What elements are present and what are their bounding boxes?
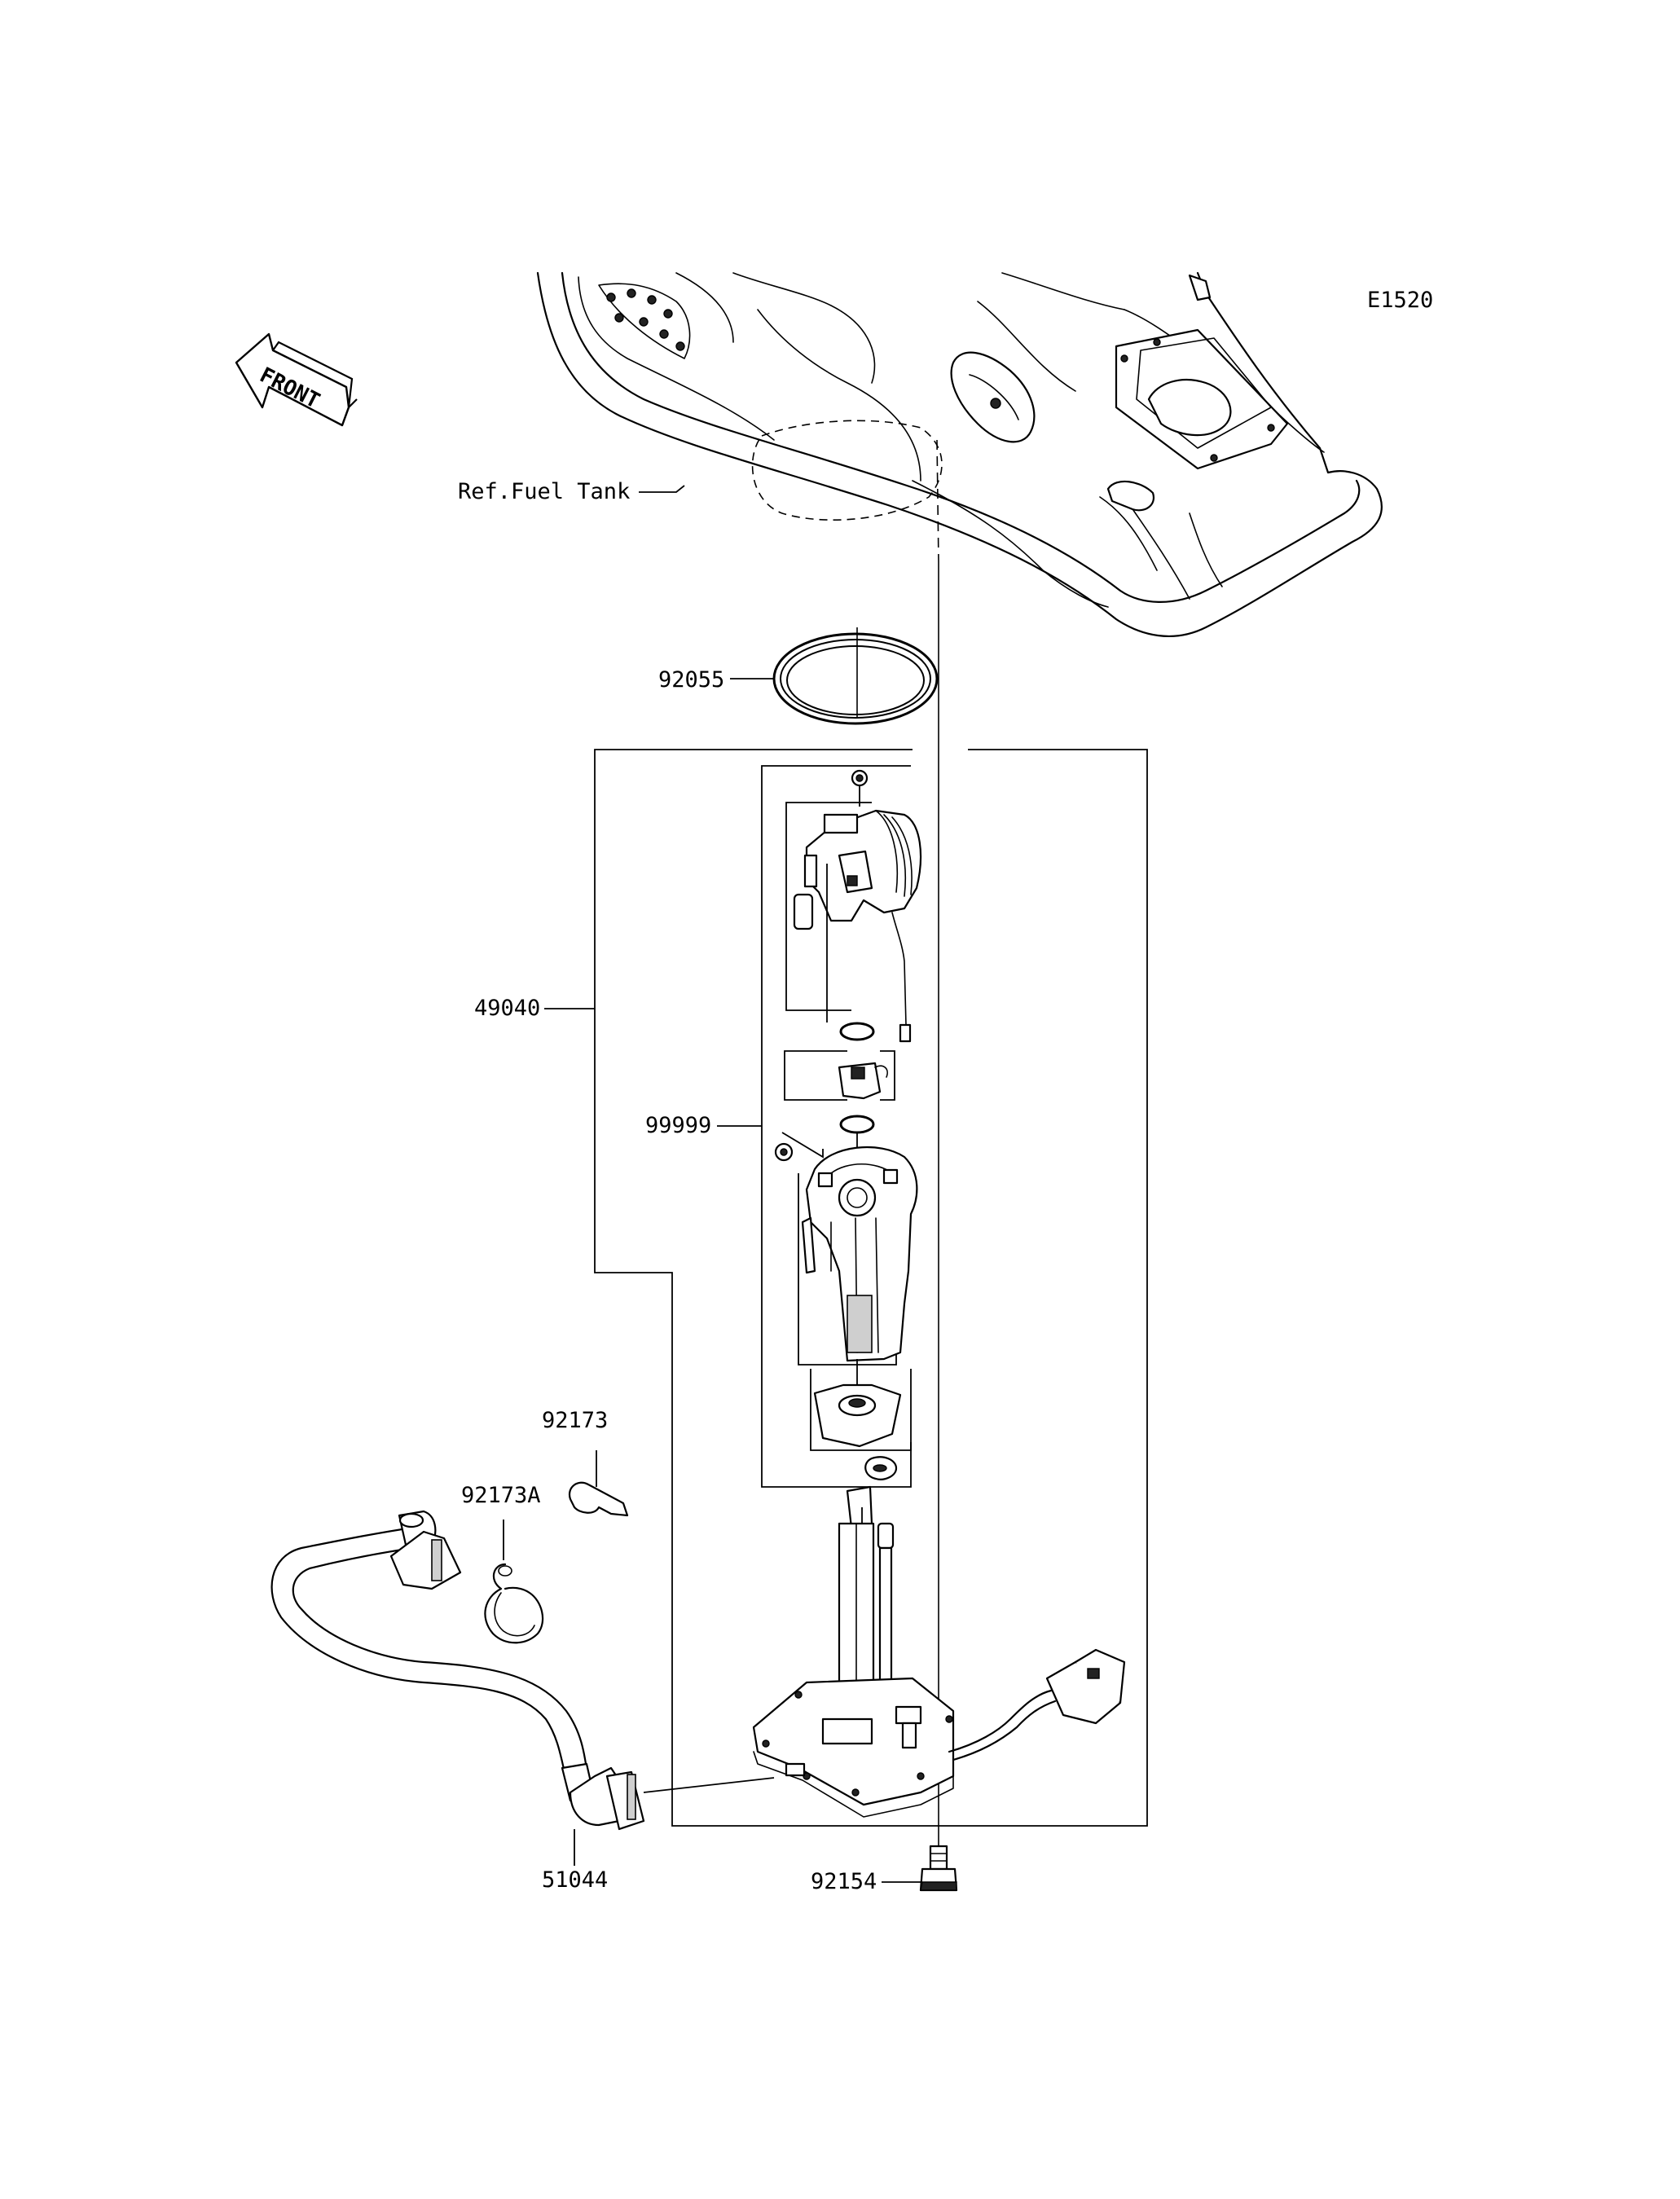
fuel-tank-outline xyxy=(536,271,1383,637)
part-label-51044: 51044 xyxy=(542,1867,608,1893)
front-arrow-icon: FRONT xyxy=(235,332,358,427)
part-label-49040: 49040 xyxy=(474,996,540,1021)
fuel-hose xyxy=(270,1510,775,1866)
strainer-base xyxy=(810,1369,912,1480)
filter-housing xyxy=(774,1132,918,1385)
part-label-92173A: 92173A xyxy=(461,1483,541,1508)
part-label-92173: 92173 xyxy=(542,1408,608,1433)
bolt xyxy=(919,1845,958,1892)
assembly-bracket xyxy=(594,749,1148,1827)
gasket-ring xyxy=(772,632,939,725)
diagram-code: E1520 xyxy=(1367,288,1433,313)
fuel-pump-top-module xyxy=(785,769,922,1043)
part-label-92055: 92055 xyxy=(658,667,724,693)
clamp-a xyxy=(484,1520,544,1644)
ref-fuel-tank-label: Ref.Fuel Tank xyxy=(458,479,630,504)
pump-flange xyxy=(752,1485,1126,1818)
clamp xyxy=(568,1450,629,1517)
part-label-92154: 92154 xyxy=(811,1869,877,1894)
sub-assembly-bracket xyxy=(761,765,912,1488)
o-rings-and-regulator xyxy=(784,1022,895,1149)
part-label-99999: 99999 xyxy=(645,1113,711,1138)
ref-leader-line xyxy=(639,485,685,493)
